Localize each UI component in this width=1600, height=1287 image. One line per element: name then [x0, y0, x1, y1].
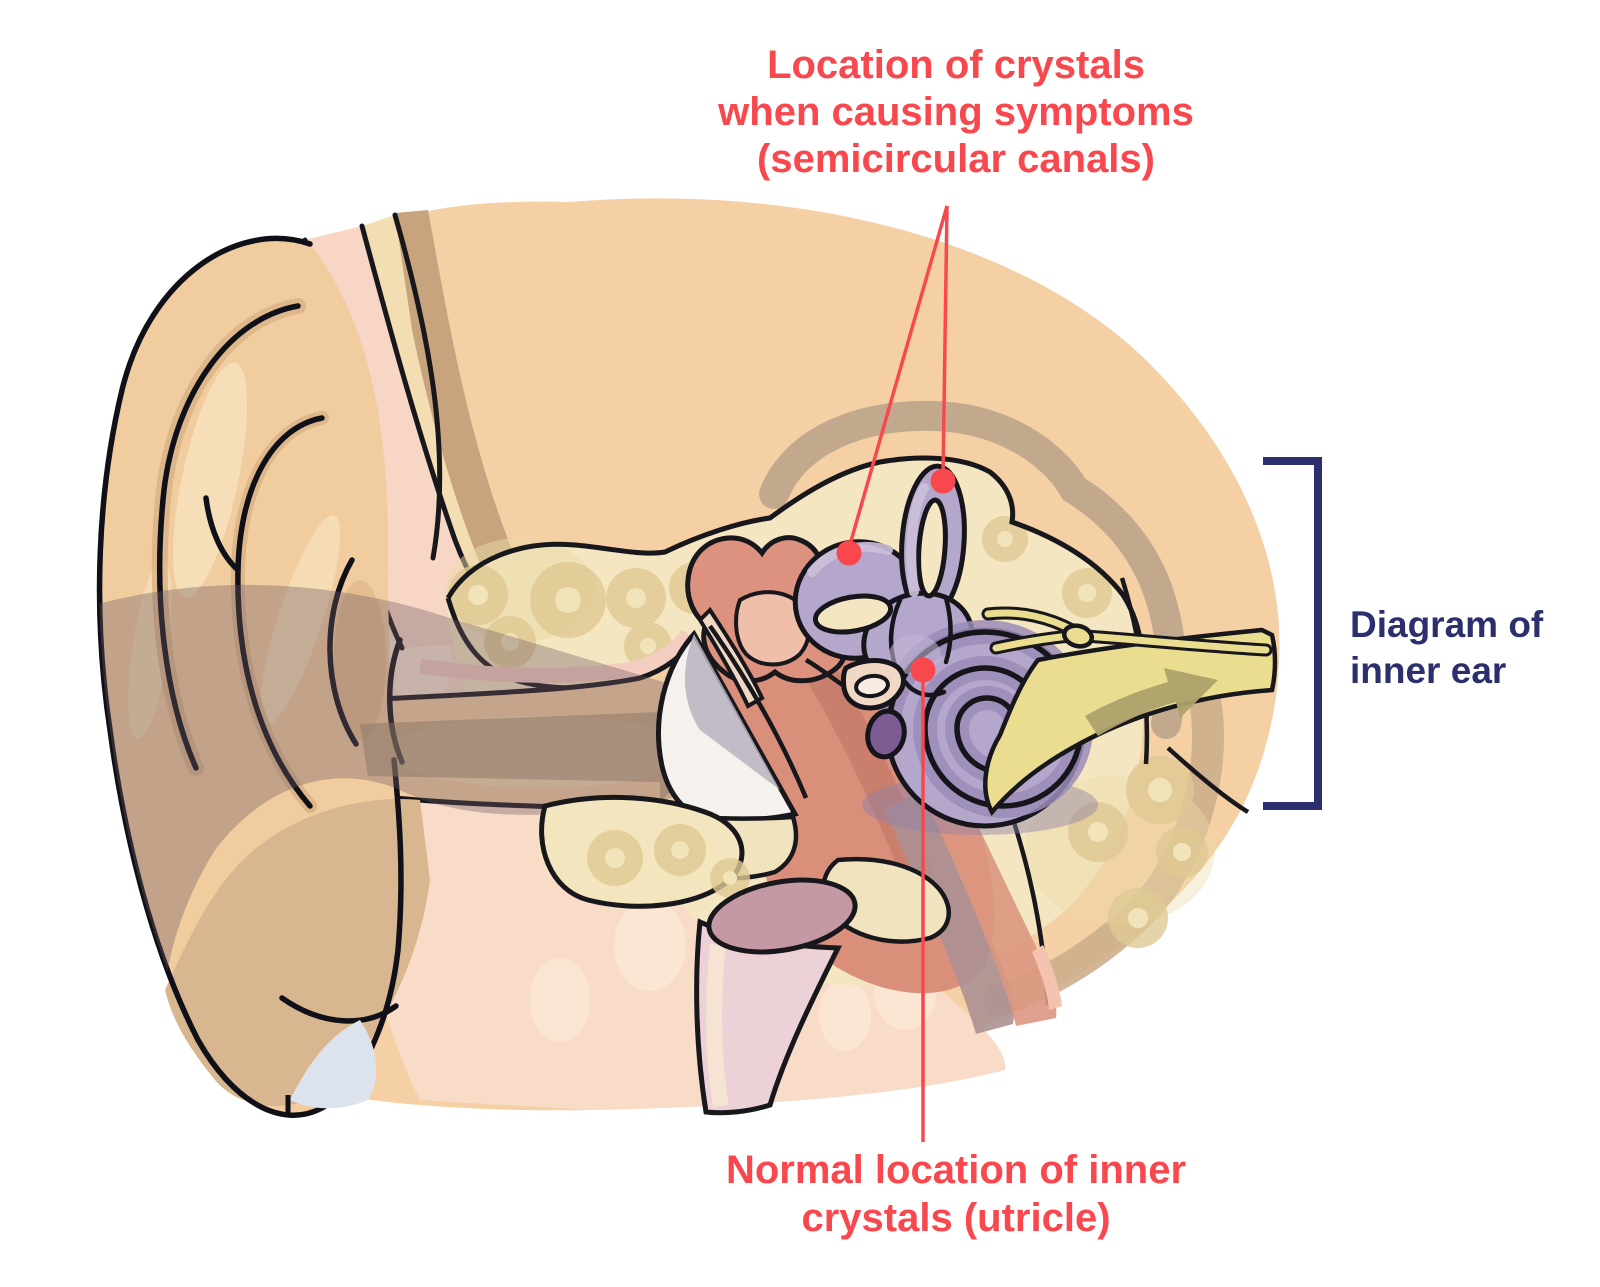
lower-bone-cells — [587, 824, 750, 898]
tube-cartilage — [706, 877, 858, 955]
leader-line-superior-canal — [941, 205, 949, 477]
normal-location-line-1: Normal location of inner — [725, 1148, 1187, 1192]
symptom-location-line-1: Location of crystals — [767, 43, 1145, 87]
vestibular-nerve — [981, 606, 1273, 657]
inner-helix-fold — [156, 303, 301, 771]
nerve-direction-arrow — [1085, 668, 1218, 736]
eardrum-shading — [684, 634, 780, 790]
leader-lines — [847, 205, 949, 1142]
inner-ear — [792, 463, 1098, 835]
membrane-line — [708, 624, 809, 799]
normal-location-line-2: crystals (utricle) — [801, 1196, 1111, 1240]
bone-cells — [448, 516, 1208, 948]
concha-fold — [327, 557, 359, 747]
cochlear-nerve — [983, 627, 1278, 816]
symptom-location-label: Location of crystals when causing sympto… — [656, 42, 1256, 183]
marker-dot-utricle — [910, 657, 936, 683]
below-lobe-wedge — [290, 1020, 377, 1109]
bone-edge-line-2 — [1166, 746, 1250, 814]
bone-outline-top — [445, 455, 1146, 689]
outer-ear — [96, 235, 430, 1118]
tube-highlight — [706, 944, 729, 1108]
symptom-location-line-2: when causing symptoms — [718, 90, 1194, 134]
leader-line-posterior-canal — [847, 205, 949, 549]
superior-canal-window — [916, 497, 948, 599]
bone-layer-strip — [395, 210, 560, 650]
bone-shadow-band-top — [759, 400, 1187, 739]
round-window — [865, 708, 907, 760]
stapes-window — [854, 673, 890, 699]
auditory-nerves — [981, 606, 1278, 816]
symptom-location-line-3: (semicircular canals) — [757, 137, 1155, 181]
vestibular-ganglion — [1061, 623, 1095, 649]
ossicle-highlight — [734, 590, 811, 667]
annotation-markers — [836, 205, 1322, 1142]
eustachian-region — [539, 794, 951, 1116]
ear-shadow-overlay — [99, 584, 700, 990]
marker-dots — [836, 468, 956, 683]
marker-dot-posterior-canal — [836, 540, 862, 566]
marker-dot-superior-canal — [930, 468, 956, 494]
ear-outline-and-folds — [96, 235, 405, 1118]
lobe-fold — [279, 995, 399, 1024]
bone-shadow-band-right — [984, 684, 1224, 1016]
inner-ear-bracket — [1263, 457, 1322, 810]
middle-ear — [539, 535, 1062, 1116]
caption-line-1: Diagram of — [1350, 604, 1544, 645]
posterior-canal-window — [812, 593, 894, 635]
cochlea-spiral — [886, 629, 1084, 809]
skin-layer-strip — [305, 226, 515, 648]
canal-skin-strip — [418, 629, 695, 683]
sound-direction-arrow — [360, 692, 714, 802]
incus-stapes-link — [804, 658, 846, 688]
caption-line-2: inner ear — [1350, 650, 1507, 691]
diagram-caption: Diagram of inner ear — [1350, 602, 1590, 694]
antihelix-branch — [203, 495, 241, 573]
helix-outline — [96, 235, 404, 1118]
normal-location-label: Normal location of inner crystals (utric… — [656, 1146, 1256, 1242]
